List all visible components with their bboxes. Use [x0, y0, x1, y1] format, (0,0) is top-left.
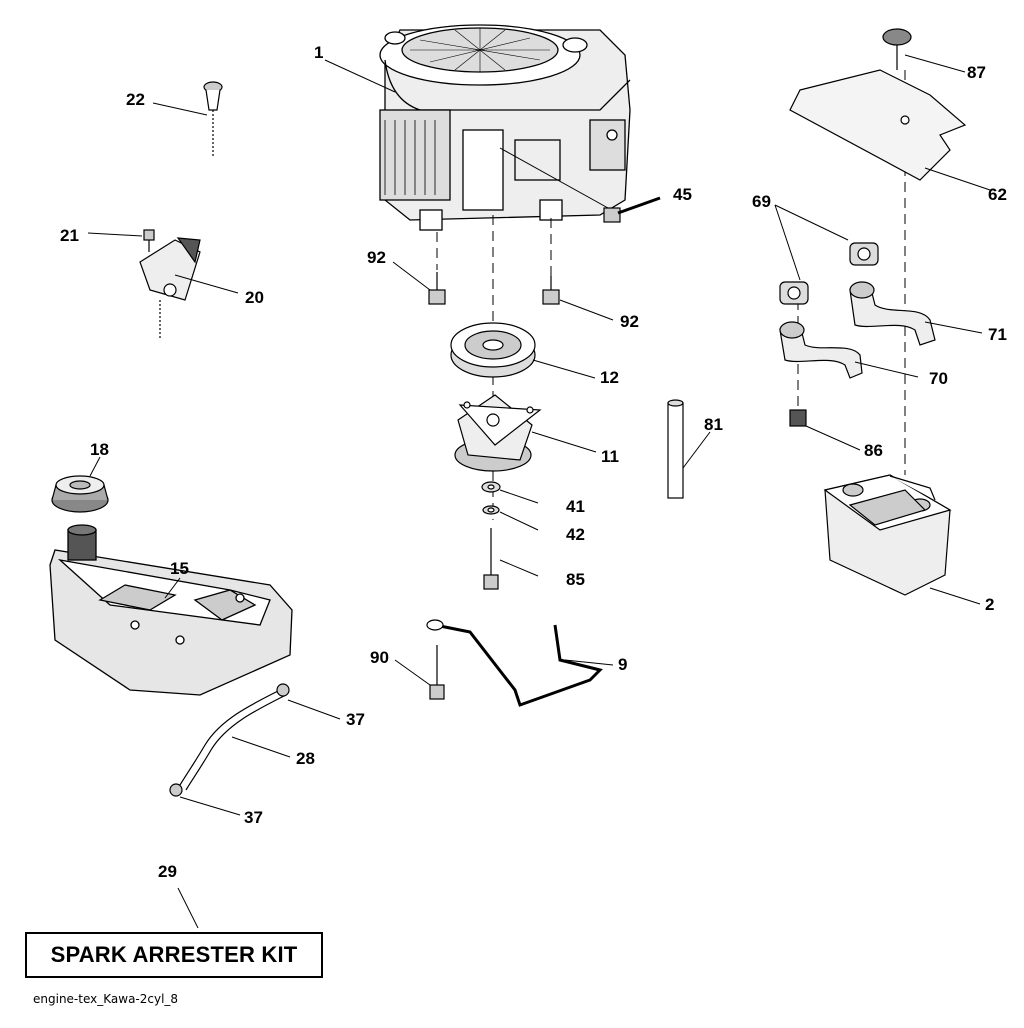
callout-21: 21	[60, 226, 79, 245]
callout-22: 22	[126, 90, 145, 109]
exhaust-pipe-part	[779, 242, 936, 379]
callout-2: 2	[985, 595, 994, 614]
callout-12: 12	[600, 368, 619, 387]
choke-knob-part	[203, 81, 223, 158]
callout-9: 9	[618, 655, 627, 674]
rod-part	[426, 619, 603, 707]
callout-11: 11	[601, 447, 619, 466]
callout-37-lower: 37	[244, 808, 263, 827]
file-name: engine-tex_Kawa-2cyl_8	[33, 992, 179, 1006]
callout-90: 90	[370, 648, 389, 667]
callout-70: 70	[929, 369, 948, 388]
callout-85: 85	[566, 570, 585, 589]
fuel-tank-part	[49, 524, 293, 696]
callout-62: 62	[988, 185, 1007, 204]
throttle-control-part	[139, 229, 201, 340]
spark-arrester-kit-box: SPARK ARRESTER KIT	[25, 932, 323, 978]
clutch-part	[454, 394, 542, 472]
callout-37-upper: 37	[346, 710, 365, 729]
callout-20: 20	[245, 288, 264, 307]
spark-plug-part	[603, 196, 661, 223]
callout-69: 69	[752, 192, 771, 211]
callout-41: 41	[566, 497, 585, 516]
washer-part	[481, 481, 501, 590]
callout-81: 81	[704, 415, 723, 434]
pulley-part	[450, 322, 536, 378]
fuel-cap-part	[51, 475, 109, 513]
callout-1: 1	[314, 43, 323, 62]
callout-87: 87	[967, 63, 986, 82]
bolt-part	[428, 272, 560, 305]
callout-28: 28	[296, 749, 315, 768]
callout-92-left: 92	[367, 248, 386, 267]
callout-labels: 1 22 21 20 92 92 45 12 11 41 42 85 81 18…	[60, 43, 1007, 881]
callout-15: 15	[170, 559, 189, 578]
callout-18: 18	[90, 440, 109, 459]
tube-part	[667, 399, 684, 499]
callout-42: 42	[566, 525, 585, 544]
callout-29: 29	[158, 862, 177, 881]
callout-86: 86	[864, 441, 883, 460]
callout-45: 45	[673, 185, 692, 204]
callout-71: 71	[988, 325, 1007, 344]
muffler-part	[789, 409, 952, 596]
callout-92-right: 92	[620, 312, 639, 331]
fuel-line-part	[169, 683, 290, 797]
spark-arrester-kit-label: SPARK ARRESTER KIT	[50, 942, 298, 967]
heat-shield-part	[789, 28, 967, 181]
